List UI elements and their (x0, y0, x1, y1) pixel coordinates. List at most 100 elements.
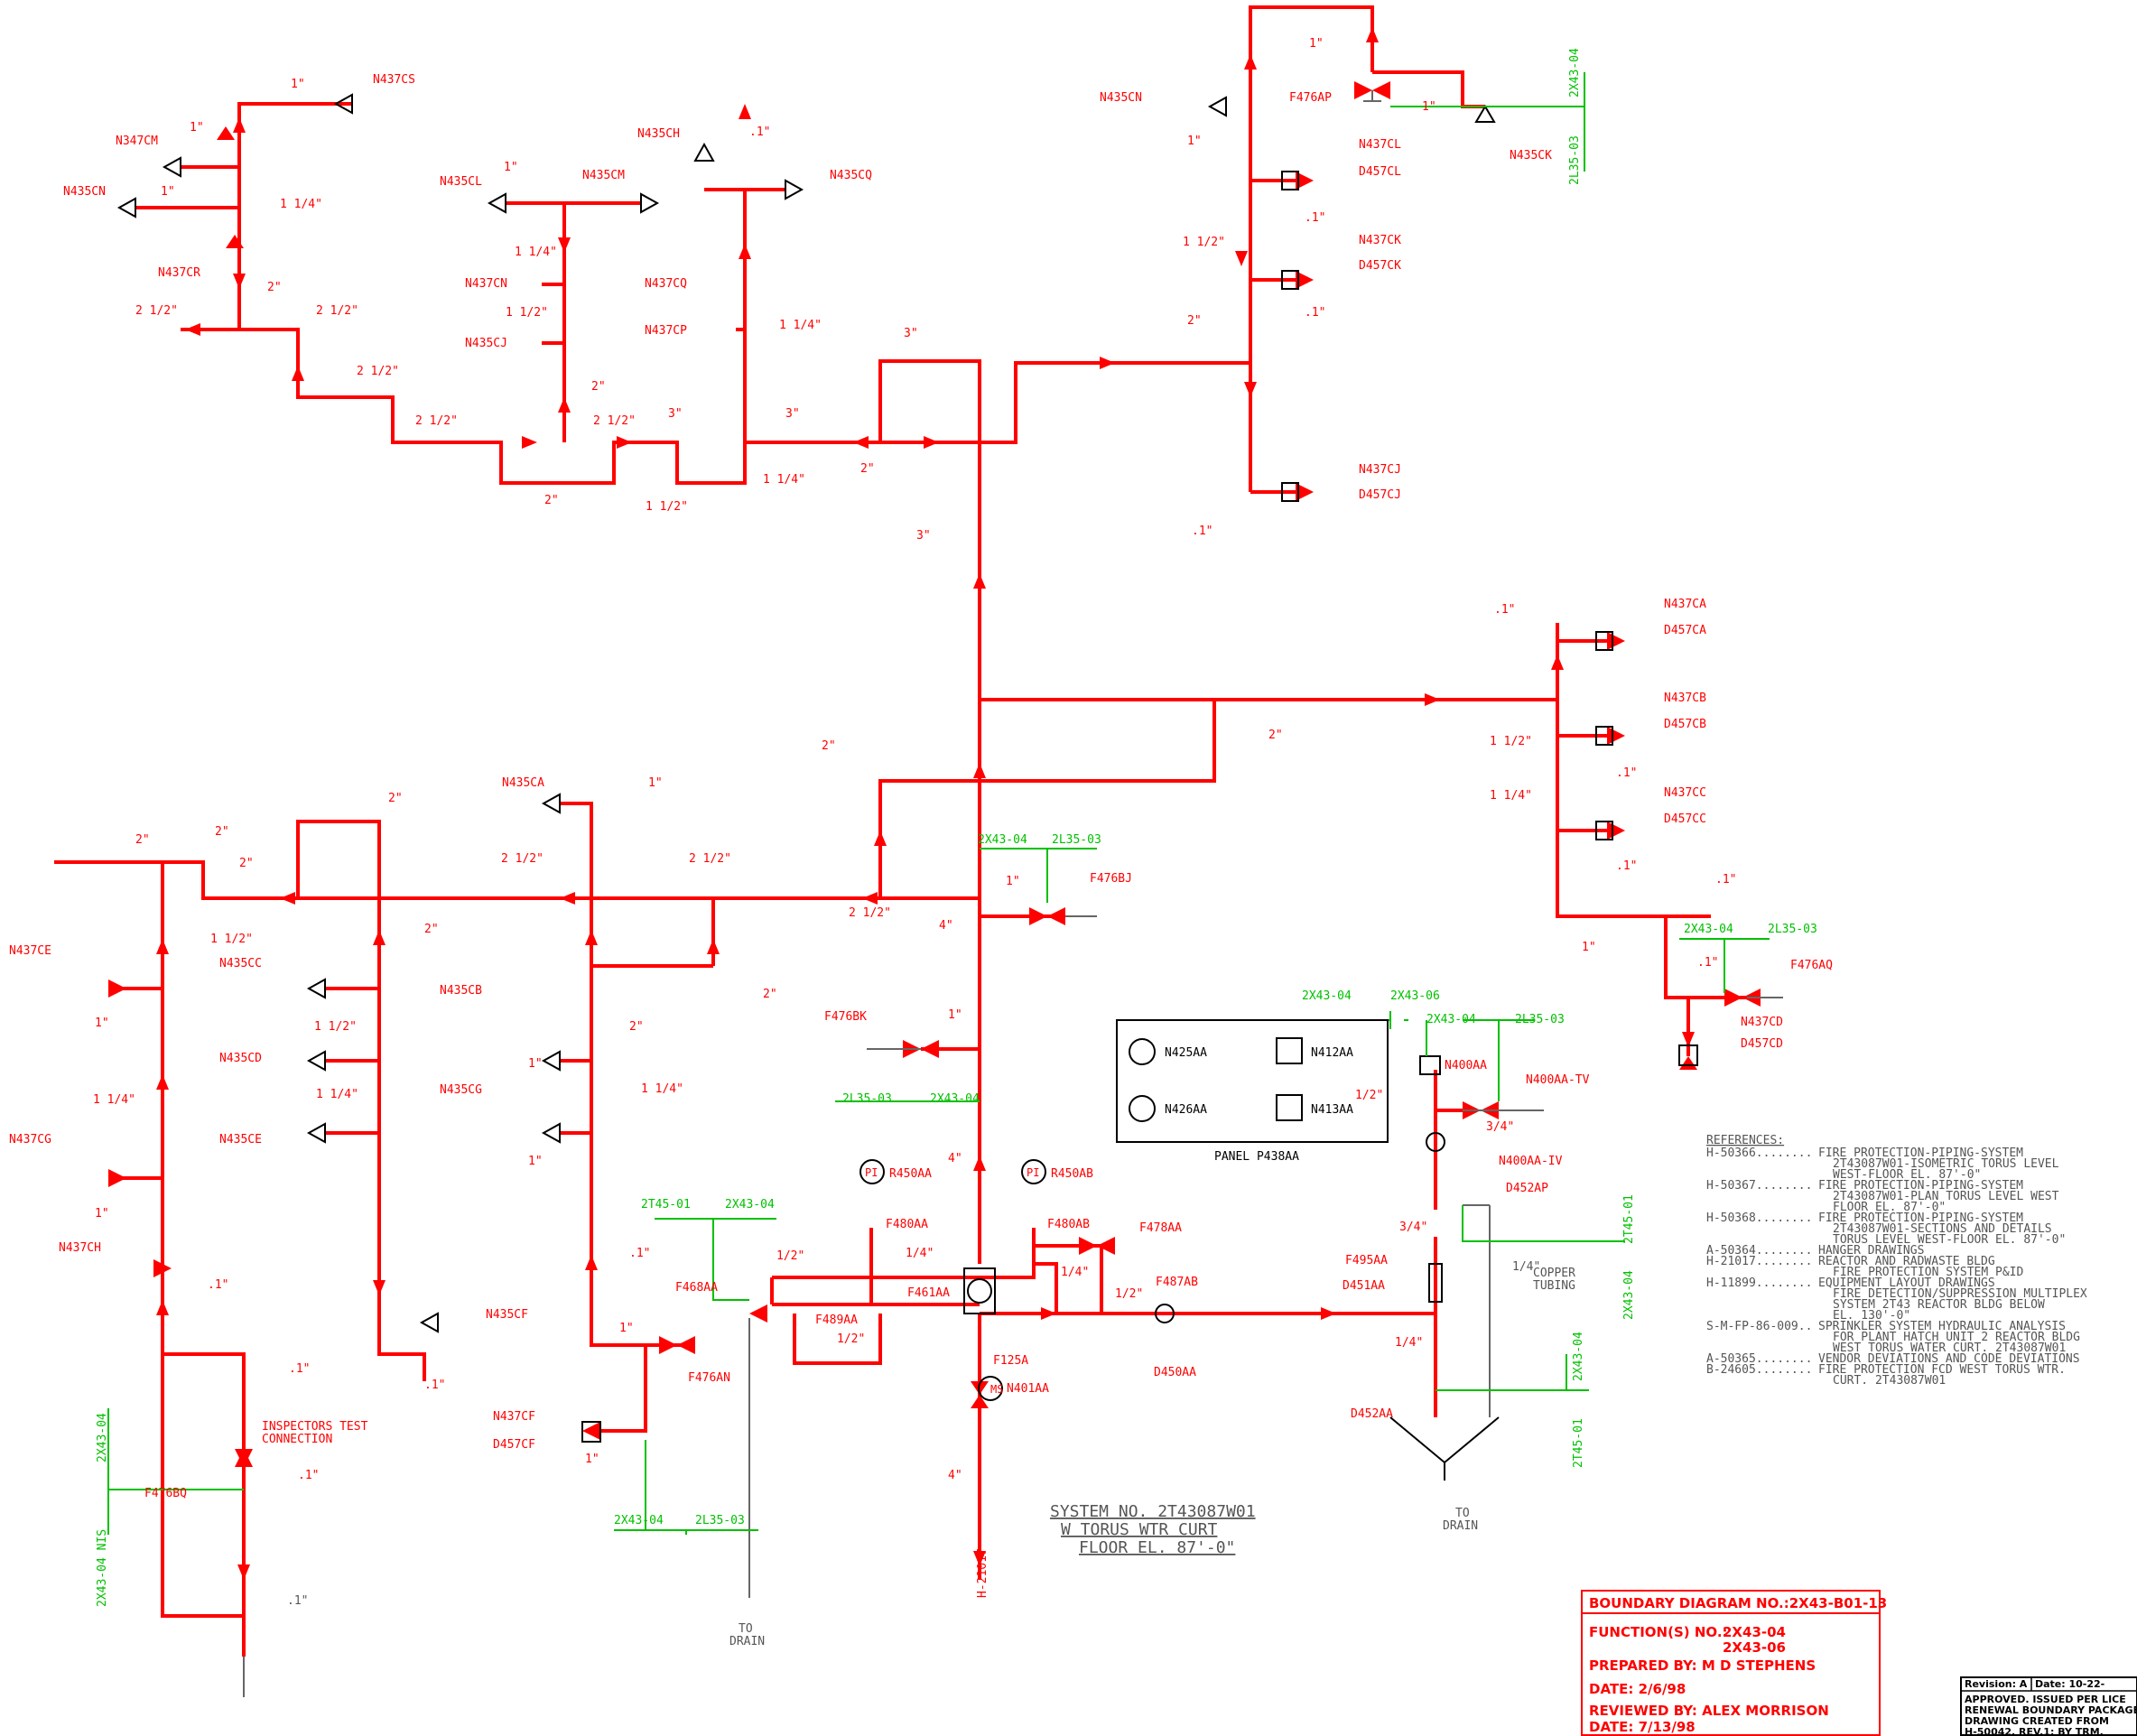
labels: N437CS N347CM N435CN N437CR N435CL N435C… (9, 37, 1833, 1648)
size-2in: 2" (215, 825, 229, 839)
reference-line: WEST-FLOOR EL. 87'-0" (1833, 1168, 1981, 1182)
label-N437CP: N437CP (645, 324, 687, 338)
title-block: BOUNDARY DIAGRAM NO.:2X43-B01-13 FUNCTIO… (1581, 1590, 1887, 1736)
size-05in: .1" (289, 1362, 310, 1376)
label-N435CB: N435CB (440, 984, 482, 998)
revision-note-4: H-50042, REV.1; BY TRM. (1965, 1726, 2104, 1736)
label-inspectors-2: CONNECTION (262, 1433, 332, 1446)
size-2in: 2" (424, 923, 439, 936)
label-N437CN: N437CN (465, 277, 507, 291)
reference-line: 2T43087W01-PLAN TORUS LEVEL WEST (1833, 1190, 2059, 1203)
size-1-1-4: 1 1/4" (316, 1088, 358, 1101)
reference-id: H-50368........ (1706, 1211, 1812, 1225)
label-D457CD: D457CD (1741, 1037, 1783, 1051)
label-R450AA: R450AA (889, 1167, 932, 1181)
label-N435CQ: N435CQ (830, 169, 872, 182)
label-F476AP: F476AP (1289, 91, 1332, 105)
reference-line: TORUS LEVEL WEST-FLOOR EL. 87'-0" (1833, 1233, 2066, 1247)
size-05in: .1" (208, 1278, 228, 1292)
size-1-4: 1/4" (1512, 1260, 1540, 1274)
size-1-1-2: 1 1/2" (1490, 735, 1532, 748)
title-line-2: W TORUS WTR CURT (1061, 1520, 1218, 1539)
label-N435CG: N435CG (440, 1083, 482, 1097)
label-D452AA: D452AA (1351, 1407, 1393, 1421)
tag-2X43-04-insp: 2X43-04 (96, 1413, 109, 1462)
size-1-2: 1/2" (776, 1249, 804, 1263)
label-D457CK: D457CK (1359, 259, 1401, 273)
size-2in: 2" (591, 380, 606, 394)
size-1in: 1" (95, 1017, 109, 1030)
reference-line: 2T43087W01-SECTIONS AND DETAILS (1833, 1222, 2052, 1236)
size-2in: 2" (629, 1020, 644, 1034)
tag-2X43-04-low: 2X43-04 (930, 1092, 980, 1106)
tag-2L35-03-far: 2L35-03 (1768, 923, 1817, 936)
size-2-1-2: 2 1/2" (316, 304, 358, 318)
label-N435CN-top: N435CN (1100, 91, 1142, 105)
size-1-1-4: 1 1/4" (779, 319, 822, 332)
tag-2X43-04-NIS: 2X43-04 NIS (96, 1529, 109, 1607)
drain-label-1: DRAIN (729, 1635, 765, 1648)
label-N435CE: N435CE (219, 1133, 262, 1147)
function-1: 2X43-04 (1723, 1624, 1786, 1640)
drain-label-2: DRAIN (1443, 1519, 1478, 1533)
size-3-4: 3/4" (1399, 1221, 1427, 1234)
reference-line: EQUIPMENT LAYOUT DRAWINGS (1818, 1276, 1995, 1290)
revision-note-1: APPROVED. ISSUED PER LICE (1965, 1694, 2126, 1705)
size-1-1-2: 1 1/2" (1183, 236, 1225, 249)
revision-date: Date: 10-22- (2035, 1678, 2104, 1690)
label-N437CA: N437CA (1664, 598, 1706, 611)
label-D450AA: D450AA (1154, 1366, 1196, 1379)
size-2in: 2" (1187, 314, 1202, 328)
size-1-4: 1/4" (1061, 1266, 1089, 1279)
label-N400AA: N400AA (1445, 1059, 1487, 1072)
label-D457CC: D457CC (1664, 812, 1706, 826)
size-05in: .1" (749, 125, 770, 139)
label-N435CL: N435CL (440, 175, 482, 189)
label-MS: MS (990, 1383, 1003, 1396)
label-F487AB: F487AB (1156, 1276, 1198, 1289)
revision-note-2: RENEWAL BOUNDARY PACKAGE (1965, 1704, 2137, 1716)
size-05in: .1" (1494, 603, 1515, 617)
reference-line: HANGER DRAWINGS (1818, 1244, 1924, 1258)
label-F476BK: F476BK (824, 1010, 867, 1024)
reference-line: CURT. 2T43087W01 (1833, 1374, 1946, 1388)
size-05in: .1" (1715, 873, 1736, 887)
label-D457CB: D457CB (1664, 718, 1706, 731)
size-2in: 2" (763, 988, 777, 1001)
reference-line: EL. 130'-0" (1833, 1309, 1910, 1323)
reference-line: FOR PLANT HATCH UNIT 2 REACTOR BLDG (1833, 1331, 2080, 1344)
reference-line: REACTOR AND RADWASTE BLDG (1818, 1255, 1995, 1268)
label-F476BQ: F476BQ (144, 1487, 187, 1500)
size-2in: 2" (239, 857, 254, 870)
size-2-1-2: 2 1/2" (593, 414, 636, 428)
size-1in: 1" (95, 1207, 109, 1221)
label-F480AA: F480AA (886, 1218, 928, 1231)
label-PI-2: PI (1027, 1166, 1039, 1179)
reference-id: A-50365........ (1706, 1352, 1812, 1366)
copper-label-2: TUBING (1533, 1279, 1575, 1293)
size-2-1-2: 2 1/2" (501, 852, 544, 866)
open-heads (116, 93, 1698, 1481)
label-D457CA: D457CA (1664, 624, 1706, 637)
label-N437CB: N437CB (1664, 692, 1706, 705)
label-N435CA: N435CA (502, 776, 544, 790)
label-N400AA-IV: N400AA-IV (1499, 1155, 1563, 1168)
revision-block: Revision: A Date: 10-22- APPROVED. ISSUE… (1960, 1676, 2137, 1736)
boundary-lines (107, 72, 1770, 1535)
label-F480AB: F480AB (1047, 1218, 1090, 1231)
reference-id: H-50367........ (1706, 1179, 1812, 1193)
size-4in: 4" (948, 1469, 962, 1482)
tag-2X43-06-panel: 2X43-06 (1390, 989, 1440, 1003)
size-1in: 1" (161, 185, 175, 199)
size-1-1-2: 1 1/2" (210, 933, 253, 946)
size-1in: 1" (648, 776, 663, 790)
tag-2T45-01-right: 2T45-01 (1622, 1194, 1636, 1244)
size-3in: 3" (904, 327, 918, 340)
label-inspectors-1: INSPECTORS TEST (262, 1420, 368, 1434)
tag-2L35-03-top: 2L35-03 (1568, 135, 1582, 185)
size-1-1-4: 1 1/4" (515, 246, 557, 259)
size-05in: .1" (298, 1469, 319, 1482)
size-1in: 1" (528, 1057, 543, 1071)
size-2-1-2: 2 1/2" (415, 414, 458, 428)
reference-line: FIRE PROTECTION-PIPING-SYSTEM (1818, 1179, 2023, 1193)
